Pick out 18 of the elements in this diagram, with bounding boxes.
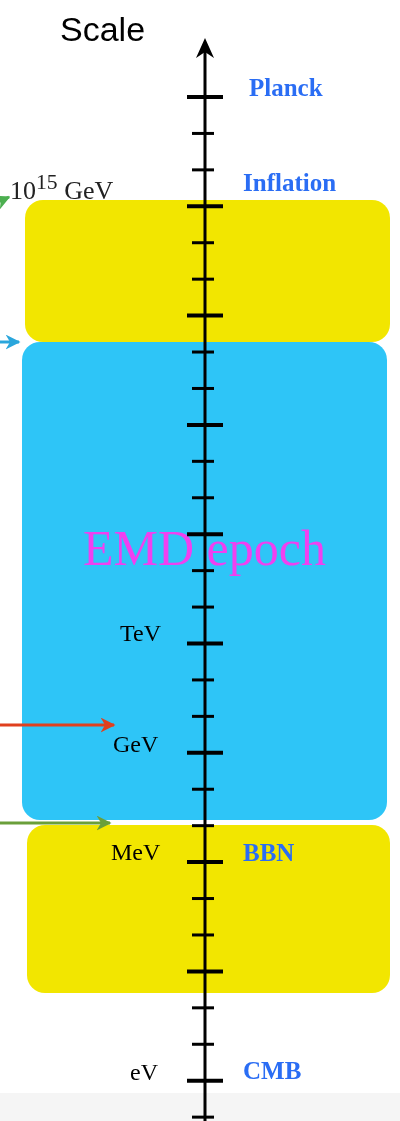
tick-label: 10$^{15}$ GeV	[10, 172, 114, 204]
band-title: EMD epoch	[83, 519, 326, 577]
tick-label: eV	[130, 1060, 158, 1084]
arrow	[0, 815, 112, 831]
band-box	[25, 200, 390, 342]
band-box	[22, 342, 387, 820]
arrow	[0, 195, 11, 210]
epoch-label: BBN	[243, 840, 295, 865]
epoch-label: Planck	[249, 75, 323, 100]
epoch-label: Inflation	[243, 170, 337, 195]
epoch-label: CMB	[243, 1058, 302, 1083]
axis-title: Scale	[60, 12, 146, 46]
arrow	[0, 717, 116, 733]
band-box	[27, 825, 390, 993]
tick-label: GeV	[113, 732, 159, 756]
tick-label: TeV	[120, 621, 161, 645]
tick-label: MeV	[111, 840, 161, 864]
arrow	[0, 334, 21, 350]
